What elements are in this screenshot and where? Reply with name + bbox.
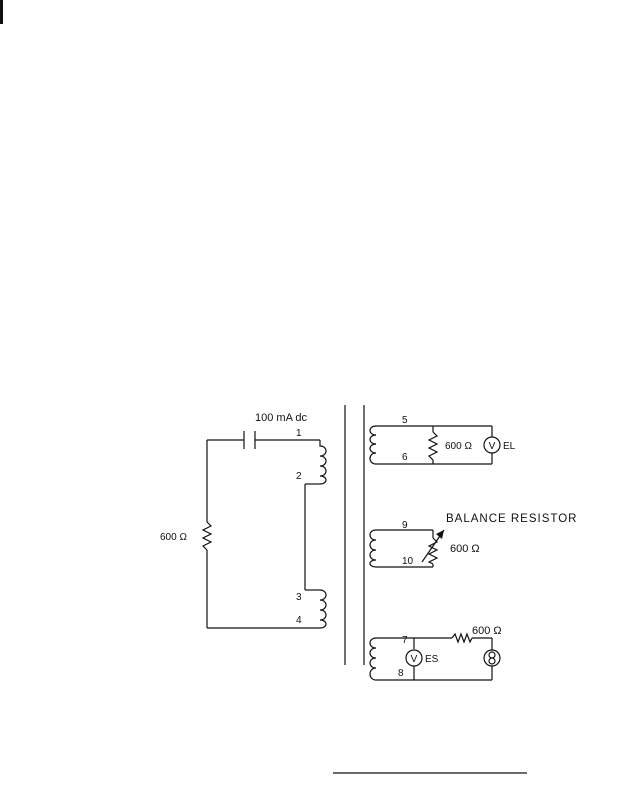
primary-upper-coil (319, 440, 327, 485)
terminal-label: 1 (296, 428, 302, 439)
current-source-inner (488, 651, 496, 659)
primary-load-label: 600 Ω (160, 532, 187, 543)
primary-lower-coil (319, 589, 327, 629)
terminal-label: 9 (402, 520, 408, 531)
balance-resistor-label: 600 Ω (450, 543, 480, 555)
terminal-label: 2 (296, 471, 302, 482)
margin-mark (0, 0, 3, 24)
terminal-label: 10 (402, 556, 414, 567)
meter-symbol: V (411, 654, 418, 665)
balance-resistor-title: BALANCE RESISTOR (446, 513, 577, 525)
terminal-label: 5 (402, 415, 408, 426)
winding-a-circuit: V 5 6 600 Ω EL (369, 415, 516, 465)
terminal-label: 4 (296, 615, 302, 626)
winding-c-coil (369, 637, 377, 681)
winding-b-coil (369, 529, 377, 568)
terminal-label: 6 (402, 452, 408, 463)
current-source-inner (488, 657, 496, 665)
winding-a-load-label: 600 Ω (445, 441, 472, 452)
winding-c-circuit: V 7 8 ES 600 Ω (369, 625, 502, 681)
terminal-label: 7 (402, 635, 408, 646)
series-resistor-label: 600 Ω (472, 625, 502, 637)
load-resistor (427, 431, 439, 461)
meter-symbol: V (489, 441, 496, 452)
primary-circuit: 100 mA dc 600 Ω 1 2 3 4 (160, 412, 327, 629)
winding-b-circuit: BALANCE RESISTOR 9 10 600 Ω (369, 513, 577, 568)
terminal-label: 3 (296, 592, 302, 603)
current-label: 100 mA dc (255, 412, 307, 424)
terminal-label: 8 (398, 668, 404, 679)
arrow-head-icon (436, 530, 444, 539)
load-resistor (201, 521, 213, 551)
series-resistor (451, 632, 473, 644)
winding-a-coil (369, 425, 377, 465)
meter-label: EL (503, 441, 516, 452)
meter-label: ES (425, 654, 439, 665)
